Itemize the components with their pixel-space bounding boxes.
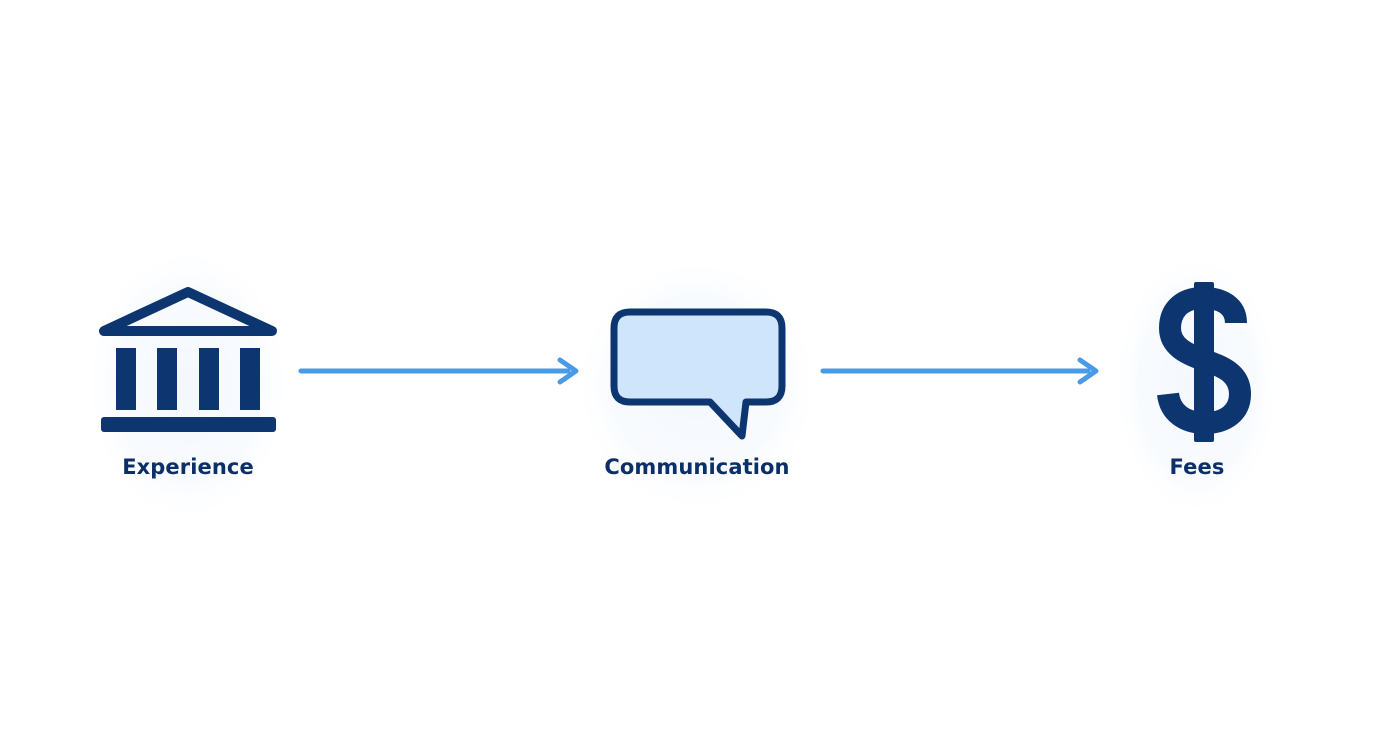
speech-bubble-shape bbox=[610, 308, 786, 440]
fees-label: Fees bbox=[1169, 455, 1225, 479]
communication-label: Communication bbox=[604, 455, 790, 479]
dollar-s-curve bbox=[1157, 286, 1252, 435]
bank-roof bbox=[99, 287, 277, 336]
bank-base bbox=[101, 417, 276, 432]
bank-column-3 bbox=[199, 348, 219, 410]
bank-building-icon bbox=[99, 287, 277, 432]
arrow-experience-to-communication bbox=[298, 357, 579, 385]
arrow-communication-to-fees bbox=[820, 357, 1099, 385]
bank-column-4 bbox=[240, 348, 260, 410]
speech-bubble-icon bbox=[610, 308, 786, 440]
arrow-head bbox=[1077, 357, 1099, 385]
experience-label: Experience bbox=[122, 455, 254, 479]
bank-column-2 bbox=[157, 348, 177, 410]
arrow-head bbox=[557, 357, 579, 385]
bank-column-1 bbox=[116, 348, 136, 410]
dollar-sign-icon bbox=[1157, 282, 1252, 442]
experience-halo bbox=[83, 245, 293, 525]
